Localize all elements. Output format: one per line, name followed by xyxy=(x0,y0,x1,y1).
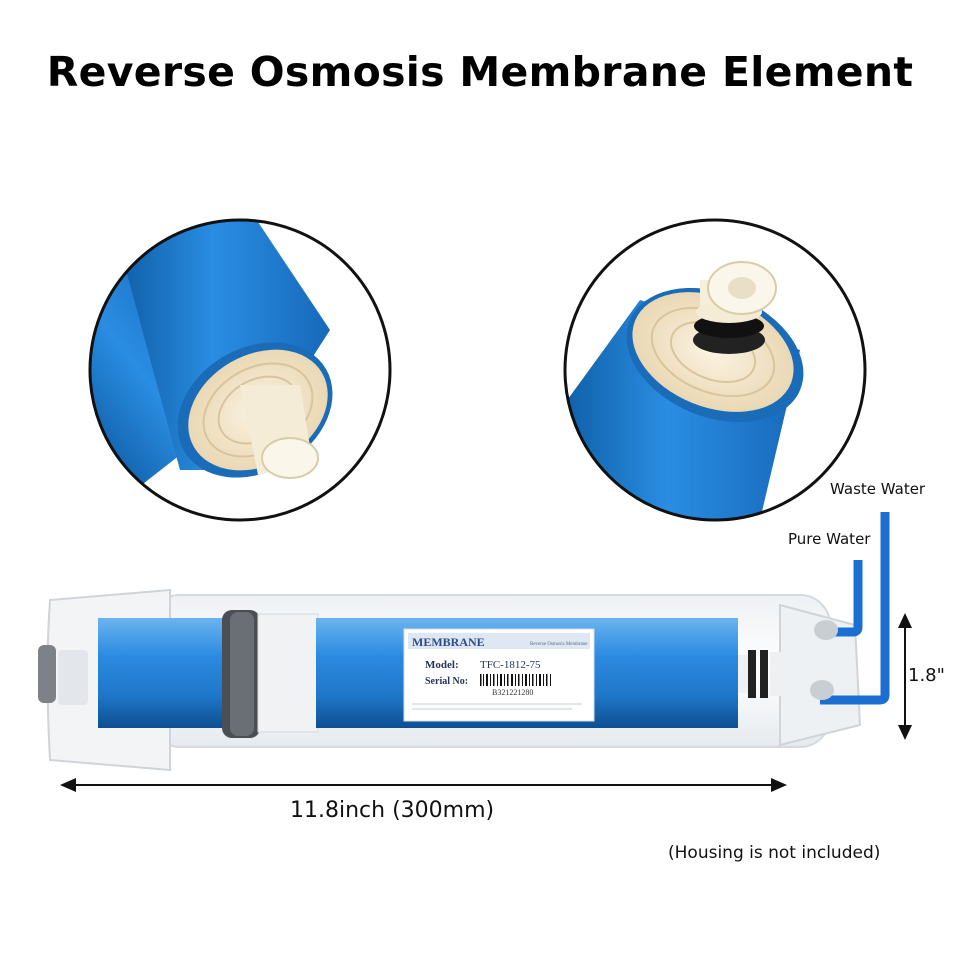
zoom-circle-inlet-end xyxy=(563,218,867,522)
housing-note: (Housing is not included) xyxy=(668,843,881,863)
label-model-value: TFC-1812-75 xyxy=(480,659,541,671)
membrane-label: MEMBRANE Reverse Osmosis Membrane Model:… xyxy=(403,628,595,722)
length-dimension-label: 11.8inch (300mm) xyxy=(290,798,495,823)
zoom-circle-outlet-end xyxy=(88,218,392,522)
page-title: Reverse Osmosis Membrane Element xyxy=(46,48,914,96)
height-dimension-label: 1.8" xyxy=(908,665,945,686)
label-subtitle: Reverse Osmosis Membrane xyxy=(530,642,588,647)
waste-water-label: Waste Water xyxy=(830,480,926,498)
length-dimension-arrow xyxy=(60,778,787,792)
label-brand: MEMBRANE xyxy=(412,635,485,649)
label-serial-key: Serial No: xyxy=(425,676,468,687)
label-serial-value: B321221280 xyxy=(492,688,533,697)
waste-water-pipe xyxy=(810,512,890,705)
pure-water-label: Pure Water xyxy=(788,530,871,548)
pure-water-pipe xyxy=(814,560,863,640)
label-model-key: Model: xyxy=(425,659,459,671)
height-dimension-arrow xyxy=(898,613,912,740)
barcode-icon xyxy=(480,674,551,686)
